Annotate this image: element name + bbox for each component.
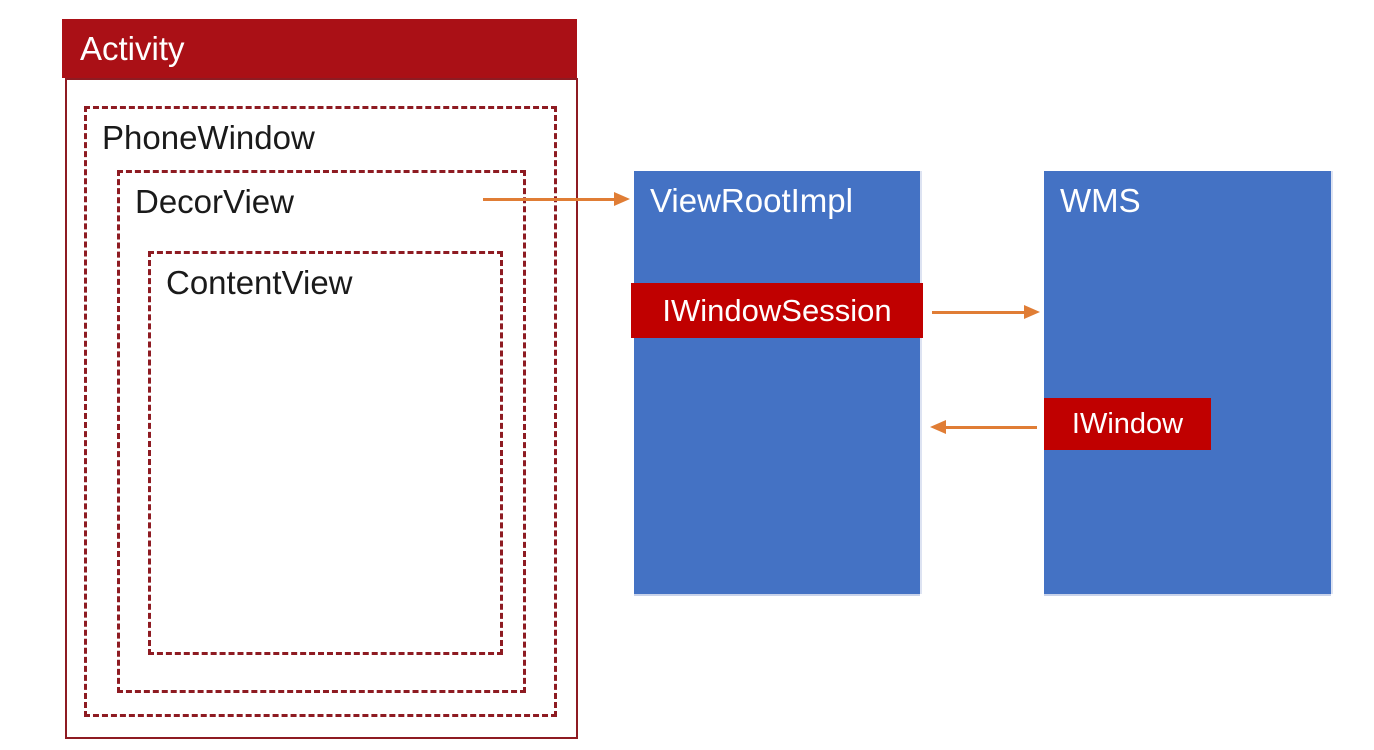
content-view-box: ContentView [148, 251, 503, 655]
activity-box-body: PhoneWindow DecorView ContentView [65, 78, 578, 739]
iwindowsession-band: IWindowSession [631, 283, 923, 338]
arrow-iwindow-to-viewrootimpl [930, 420, 1037, 434]
iwindow-band: IWindow [1044, 398, 1211, 450]
wms-box: WMS IWindow [1044, 171, 1331, 594]
view-root-impl-label: ViewRootImpl [650, 182, 853, 219]
phone-window-label: PhoneWindow [102, 119, 315, 156]
arrow-iwindowsession-to-wms [932, 305, 1040, 319]
arrow-decorview-to-viewrootimpl [483, 192, 630, 206]
content-view-label: ContentView [166, 264, 353, 301]
wms-label: WMS [1060, 182, 1141, 219]
activity-box-header: Activity [62, 19, 577, 78]
decor-view-label: DecorView [135, 183, 294, 220]
phone-window-box: PhoneWindow DecorView ContentView [84, 106, 557, 717]
view-root-impl-box: ViewRootImpl IWindowSession [631, 171, 923, 594]
decor-view-box: DecorView ContentView [117, 170, 526, 693]
